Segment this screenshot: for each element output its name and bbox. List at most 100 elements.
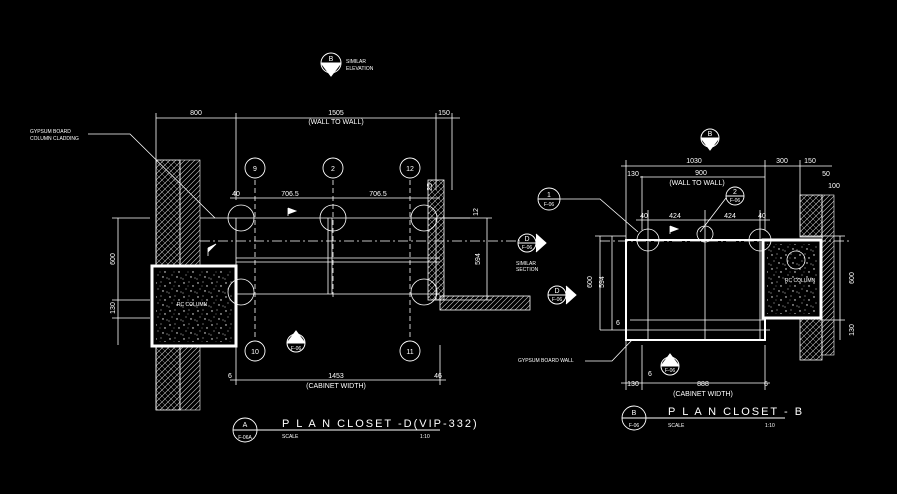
right-title-scale: 1:10 xyxy=(765,423,775,429)
right-dim-130r: 130 xyxy=(849,324,856,336)
elevation-tag-top-sheet: F-06 xyxy=(326,65,337,71)
right-wall-hatch-lower xyxy=(799,317,823,361)
grid-bubble-10: 10 xyxy=(251,349,259,356)
left-wall-hatch-bottom xyxy=(439,295,531,311)
right-dim-1030: 1030 xyxy=(686,158,702,165)
left-dim-600: 600 xyxy=(110,253,117,265)
right-dim-130b: 130 xyxy=(627,381,639,388)
left-dim-wall-to-wall: (WALL TO WALL) xyxy=(308,119,363,126)
left-dim-12: 12 xyxy=(473,208,480,216)
right-hinge-circles xyxy=(636,225,806,270)
left-grid-bubbles xyxy=(244,157,421,362)
left-dim-cabinet-width: (CABINET WIDTH) xyxy=(306,383,366,390)
left-title-block xyxy=(232,417,440,443)
right-dim-600r: 600 xyxy=(849,272,856,284)
left-section-note-1: SIMILAR xyxy=(516,261,536,267)
right-grid-bubble-2-sheet: F-06 xyxy=(730,198,741,204)
right-elev-c-letter: C xyxy=(667,357,672,364)
left-title-scale: 1:10 xyxy=(420,434,430,440)
left-dim-46: 46 xyxy=(434,373,442,380)
right-section-tag-d xyxy=(547,285,577,305)
right-detail-number: 1 xyxy=(547,192,551,199)
left-dim-1505: 1505 xyxy=(328,110,344,117)
grid-bubble-9: 9 xyxy=(253,166,257,173)
right-dim-cabinet-width: (CABINET WIDTH) xyxy=(673,391,733,398)
left-title-letter: A xyxy=(243,422,248,429)
left-dim-25: 25 xyxy=(427,183,434,191)
left-dim-6: 6 xyxy=(228,373,232,380)
elevation-tag-top-letter: B xyxy=(329,56,334,63)
right-dim-6t: 6 xyxy=(616,320,620,327)
right-elev-b-sheet: F-06 xyxy=(705,140,716,146)
left-elev-tag-letter: C xyxy=(293,335,298,342)
right-dim-424b: 424 xyxy=(724,213,736,220)
left-dim-150: 150 xyxy=(438,110,450,117)
right-elev-tag-b xyxy=(700,128,720,151)
right-dim-130: 130 xyxy=(627,171,639,178)
right-dim-150: 150 xyxy=(804,158,816,165)
left-section-tag-sheet: F-06 xyxy=(522,245,533,251)
right-dim-600: 600 xyxy=(587,276,594,288)
left-wall-hatch-right xyxy=(427,179,445,301)
elevation-note-line2: ELEVATION xyxy=(346,66,374,72)
right-detail-bubble-1 xyxy=(537,187,561,211)
right-title-letter: B xyxy=(632,410,637,417)
right-elev-c-sheet: F-06 xyxy=(665,368,676,374)
right-dim-100: 100 xyxy=(828,183,840,190)
left-hinge-circles xyxy=(227,204,438,306)
right-cabinet-outline xyxy=(625,239,766,341)
right-title-text: P L A N CLOSET - B xyxy=(668,406,804,418)
left-plan-linework xyxy=(88,113,520,410)
left-section-tag-d xyxy=(517,233,547,253)
left-rc-column-fill xyxy=(156,270,232,342)
left-dim-40: 40 xyxy=(232,191,240,198)
left-title-sheet: F-06A xyxy=(238,435,252,441)
left-dim-130: 130 xyxy=(110,302,117,314)
right-title-scale-label: SCALE xyxy=(668,423,685,429)
right-dim-40a: 40 xyxy=(640,213,648,220)
right-dim-900: 900 xyxy=(695,170,707,177)
left-flag-2 xyxy=(207,243,217,256)
right-dim-424a: 424 xyxy=(669,213,681,220)
grid-bubble-11: 11 xyxy=(406,349,413,356)
right-elev-b-letter: B xyxy=(708,131,713,138)
left-elev-tag-sheet: F-06 xyxy=(291,346,302,352)
elevation-note-line1: SIMILAR xyxy=(346,59,366,65)
right-dim-wall-to-wall: (WALL TO WALL) xyxy=(669,180,724,187)
left-dim-706b: 706.5 xyxy=(369,191,387,198)
left-title-text: P L A N CLOSET -D(VIP-332) xyxy=(282,418,479,430)
left-dim-706a: 706.5 xyxy=(281,191,299,198)
left-elev-tag-c xyxy=(286,330,306,353)
grid-bubble-12: 12 xyxy=(406,166,414,173)
left-dim-1453: 1453 xyxy=(328,373,344,380)
left-section-tag-letter: D xyxy=(524,236,529,243)
right-rc-column-fill xyxy=(767,244,817,314)
right-dim-40b: 40 xyxy=(758,213,766,220)
left-title-scale-label: SCALE xyxy=(282,434,299,440)
right-dim-300: 300 xyxy=(776,158,788,165)
left-dim-800: 800 xyxy=(190,110,202,117)
left-leader-note-2: COLUMN CLADDING xyxy=(30,136,79,142)
right-dim-50: 50 xyxy=(822,171,830,178)
right-leader-note: GYPSUM BOARD WALL xyxy=(518,358,574,364)
right-flag xyxy=(669,225,680,234)
left-section-note-2: SECTION xyxy=(516,267,539,273)
left-leader-note-1: GYPSUM BOARD xyxy=(30,129,71,135)
right-grid-bubble xyxy=(725,186,745,206)
right-dim-888: 888 xyxy=(697,381,709,388)
right-section-letter: D xyxy=(554,288,559,295)
right-column-label: RC COLUMN xyxy=(785,278,816,284)
elevation-tag-top xyxy=(320,52,342,77)
left-flag-1 xyxy=(287,207,298,216)
right-wall-hatch-top xyxy=(799,194,823,238)
right-title-sheet: F-06 xyxy=(629,423,640,429)
right-elev-tag-c xyxy=(660,353,680,376)
right-wall-hatch-side xyxy=(821,194,835,356)
right-dim-6b: 6 xyxy=(764,381,768,388)
grid-bubble-2: 2 xyxy=(331,166,335,173)
right-detail-sheet: F-06 xyxy=(544,202,555,208)
right-dim-594: 594 xyxy=(599,276,606,288)
right-section-sheet: F-06 xyxy=(552,297,563,303)
left-column-label: RC COLUMN xyxy=(177,302,208,308)
